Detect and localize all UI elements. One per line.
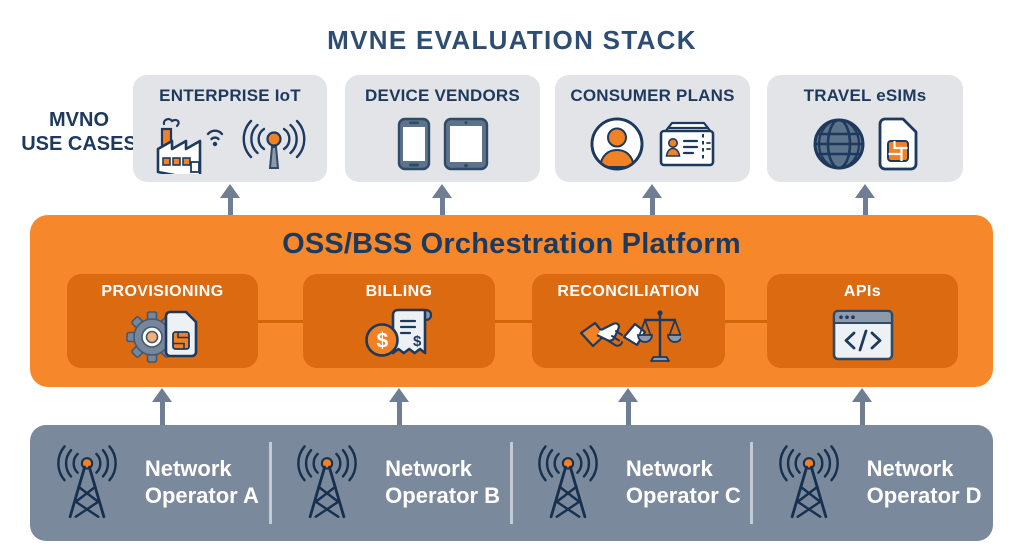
mvno-use-cases-label: MVNO USE CASES bbox=[16, 108, 142, 157]
operator-label-line1: Network bbox=[625, 456, 713, 482]
use-case-icons bbox=[588, 106, 718, 182]
operator-divider bbox=[268, 442, 272, 524]
operator-a: Network Operator A bbox=[30, 425, 272, 541]
gear-sim-icon bbox=[125, 301, 200, 368]
tablet-icon bbox=[442, 116, 490, 172]
use-case-consumer-plans: CONSUMER PLANS bbox=[555, 75, 750, 182]
operator-label-line1: Network bbox=[144, 456, 232, 482]
platform-title: OSS/BSS Orchestration Platform bbox=[282, 228, 741, 260]
arrow-head bbox=[389, 388, 409, 402]
module-connector bbox=[495, 320, 532, 323]
side-label-line1: MVNO bbox=[49, 109, 109, 131]
up-arrow bbox=[220, 184, 240, 216]
arrow-head bbox=[432, 184, 452, 198]
use-case-enterprise-iot: ENTERPRISE IoT bbox=[133, 75, 327, 182]
up-arrow bbox=[642, 184, 662, 216]
operator-label-line1: Network bbox=[866, 456, 954, 482]
svg-text:$: $ bbox=[377, 329, 389, 352]
arrow-shaft bbox=[649, 198, 655, 216]
svg-text:$: $ bbox=[413, 333, 422, 350]
module-label: PROVISIONING bbox=[101, 283, 224, 300]
code-window-icon bbox=[832, 301, 894, 368]
use-case-label: DEVICE VENDORS bbox=[365, 86, 520, 105]
use-case-icons bbox=[151, 106, 309, 182]
operator-label: Network Operator C bbox=[626, 456, 741, 510]
use-case-travel-esims: TRAVEL eSIMs bbox=[767, 75, 963, 182]
up-arrow bbox=[389, 388, 409, 425]
module-label: RECONCILIATION bbox=[557, 283, 700, 300]
module-label: BILLING bbox=[365, 283, 433, 300]
module-billing: BILLING $ $ bbox=[303, 274, 495, 368]
arrow-head bbox=[855, 184, 875, 198]
arrow-shaft bbox=[862, 198, 868, 216]
globe-icon bbox=[811, 116, 867, 172]
up-arrow bbox=[852, 388, 872, 425]
operator-label-line2: Operator C bbox=[625, 483, 741, 508]
radio-tower-icon bbox=[282, 443, 372, 523]
arrow-head bbox=[642, 184, 662, 198]
operator-label: Network Operator D bbox=[867, 456, 982, 510]
up-arrow bbox=[618, 388, 638, 425]
sim-card-icon bbox=[877, 117, 919, 171]
radio-tower-icon bbox=[523, 443, 613, 523]
module-reconciliation: RECONCILIATION bbox=[532, 274, 725, 368]
up-arrow bbox=[152, 388, 172, 425]
up-arrow bbox=[432, 184, 452, 216]
module-apis: APIs bbox=[767, 274, 958, 368]
use-case-icons bbox=[396, 106, 490, 182]
operator-label-line2: Operator A bbox=[144, 483, 259, 508]
radio-tower-icon bbox=[42, 443, 132, 523]
handshake-scale-icon bbox=[577, 301, 681, 368]
arrow-shaft bbox=[625, 402, 631, 425]
use-case-label: CONSUMER PLANS bbox=[570, 86, 735, 105]
use-case-label: ENTERPRISE IoT bbox=[159, 86, 301, 105]
up-arrow bbox=[855, 184, 875, 216]
smartphone-icon bbox=[396, 116, 432, 172]
network-operators-bar: Network Operator A Ne bbox=[30, 425, 993, 541]
arrow-shaft bbox=[859, 402, 865, 425]
arrow-shaft bbox=[396, 402, 402, 425]
antenna-icon bbox=[239, 116, 309, 172]
radio-tower-icon bbox=[764, 443, 854, 523]
avatar-icon bbox=[588, 115, 646, 173]
page-title: MVNE EVALUATION STACK bbox=[327, 25, 697, 55]
arrow-head bbox=[152, 388, 172, 402]
operator-label: Network Operator B bbox=[385, 456, 500, 510]
operator-label-line2: Operator B bbox=[385, 483, 501, 508]
operator-d: Network Operator D bbox=[752, 425, 993, 541]
arrow-shaft bbox=[439, 198, 445, 216]
module-connector bbox=[725, 320, 767, 323]
oss-bss-platform: OSS/BSS Orchestration Platform PROVISION… bbox=[30, 215, 993, 387]
operator-label-line1: Network bbox=[385, 456, 472, 482]
use-case-device-vendors: DEVICE VENDORS bbox=[345, 75, 540, 182]
arrow-head bbox=[852, 388, 872, 402]
module-provisioning: PROVISIONING bbox=[67, 274, 258, 368]
operator-c: Network Operator C bbox=[512, 425, 754, 541]
arrow-shaft bbox=[159, 402, 165, 425]
use-case-label: TRAVEL eSIMs bbox=[803, 86, 927, 105]
operator-label-line2: Operator D bbox=[866, 483, 982, 508]
coin-receipt-icon: $ $ bbox=[361, 301, 437, 368]
operator-divider bbox=[750, 442, 754, 524]
arrow-head bbox=[618, 388, 638, 402]
operator-divider bbox=[509, 442, 513, 524]
arrow-shaft bbox=[227, 198, 233, 216]
factory-icon bbox=[151, 114, 229, 174]
side-label-line2: USE CASES bbox=[21, 133, 137, 156]
use-case-icons bbox=[811, 106, 919, 182]
module-label: APIs bbox=[843, 283, 882, 300]
module-connector bbox=[258, 320, 303, 323]
operator-label: Network Operator A bbox=[145, 456, 259, 510]
arrow-head bbox=[220, 184, 240, 198]
operator-b: Network Operator B bbox=[271, 425, 513, 541]
id-card-icon bbox=[656, 119, 718, 169]
